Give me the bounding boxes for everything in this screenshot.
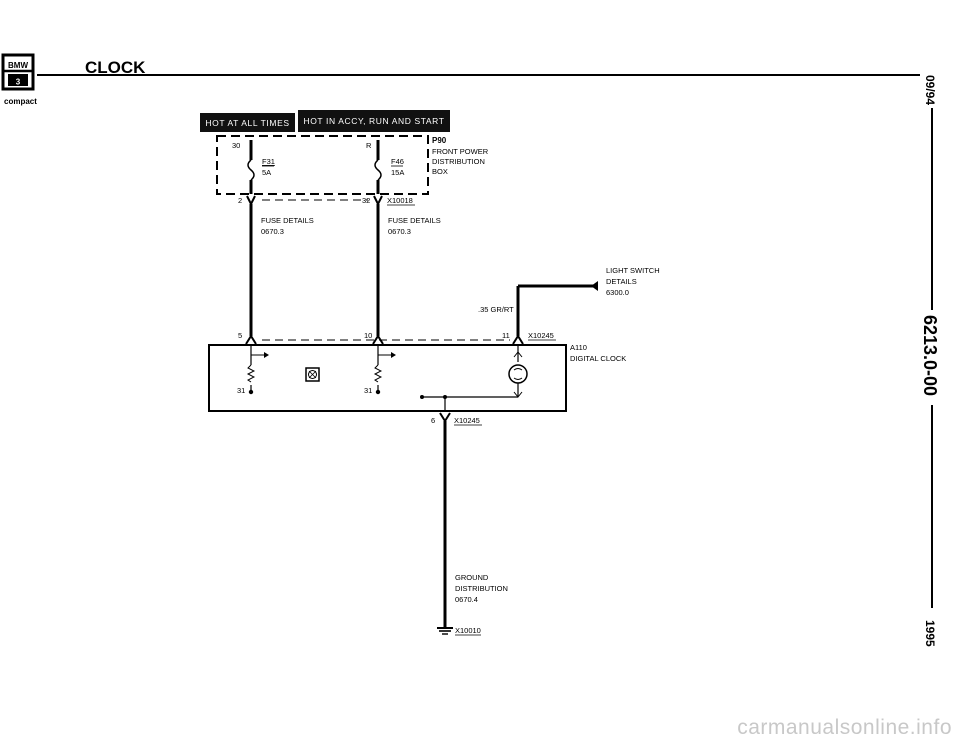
fuse-box-outline bbox=[216, 135, 429, 195]
logo-bmw-text: BMW bbox=[8, 61, 28, 70]
tab-hot-at-all-times-label: HOT AT ALL TIMES bbox=[205, 118, 289, 128]
clock-module-desc: DIGITAL CLOCK bbox=[570, 354, 626, 363]
logo-subtitle: compact bbox=[4, 97, 37, 106]
fuse-f31-amps: 5A bbox=[262, 168, 271, 177]
page-title: CLOCK bbox=[85, 58, 146, 77]
ground-label-1: GROUND bbox=[455, 573, 489, 582]
connector-x10245-id: X10245 bbox=[528, 331, 554, 340]
tab-hot-in-accy-label: HOT IN ACCY, RUN AND START bbox=[303, 116, 444, 126]
ground-connector-id: X10245 bbox=[454, 416, 480, 425]
fuse-box-name: P90 bbox=[432, 136, 447, 145]
connector-pin-5: 5 bbox=[238, 331, 242, 340]
connector-pin-11: 11 bbox=[502, 331, 510, 340]
side-date: 09/94 bbox=[923, 75, 937, 105]
light-switch-label-3: 6300.0 bbox=[606, 288, 629, 297]
clock-display-icon bbox=[305, 367, 320, 382]
connector-x10018-pin-2: 2 bbox=[238, 196, 242, 205]
tab-hot-in-accy bbox=[298, 110, 450, 132]
ground-point-id: X10010 bbox=[455, 626, 481, 635]
resistor-icon bbox=[246, 364, 256, 383]
connector-arrow-icon bbox=[512, 334, 524, 345]
fuse-box-desc-2: DISTRIBUTION bbox=[432, 157, 485, 166]
ground-point-icon bbox=[375, 389, 381, 395]
fuse-box-desc-1: FRONT POWER bbox=[432, 147, 489, 156]
side-year: 1995 bbox=[923, 620, 937, 647]
clock-lamp-icon bbox=[508, 364, 528, 384]
resistor-icon bbox=[373, 364, 383, 383]
fuse-details-left-2: 0670.3 bbox=[261, 227, 284, 236]
arrow-right-icon bbox=[391, 352, 396, 358]
connector-arrow-icon bbox=[372, 334, 384, 345]
ground-label-3: 0670.4 bbox=[455, 595, 478, 604]
watermark: carmanualsonline.info bbox=[737, 716, 952, 739]
connector-x10018-id: X10018 bbox=[387, 196, 413, 205]
clock-module-box bbox=[208, 344, 567, 412]
connector-arrow-icon bbox=[439, 412, 451, 423]
connector-pin-10: 10 bbox=[364, 331, 372, 340]
connector-arrow-icon bbox=[373, 195, 383, 207]
tab-hot-at-all-times bbox=[200, 113, 295, 132]
connector-x10018-pin-32: 32 bbox=[362, 196, 370, 205]
fuse-details-left-1: FUSE DETAILS bbox=[261, 216, 314, 225]
bmw-logo: BMW 3 bbox=[1, 53, 35, 91]
wire-color-code: .35 GR/RT bbox=[478, 305, 514, 314]
ground-label-2: DISTRIBUTION bbox=[455, 584, 508, 593]
fuse-f31-icon bbox=[247, 159, 255, 181]
fuse-f46-icon bbox=[374, 159, 382, 181]
clock-module-name: A110 bbox=[570, 343, 587, 352]
arrow-left-icon bbox=[591, 281, 598, 291]
ground-symbol-icon bbox=[437, 627, 453, 635]
side-page-number: 6213.0-00 bbox=[920, 315, 940, 396]
logo-model-text: 3 bbox=[16, 78, 21, 87]
fuse-f46-label: F46 bbox=[391, 157, 404, 166]
fuse-box-desc-3: BOX bbox=[432, 167, 448, 176]
connector-arrow-icon bbox=[246, 195, 256, 207]
clock-pin-31-left: 31 bbox=[237, 386, 245, 395]
ground-point-icon bbox=[248, 389, 254, 395]
fuse-box-pin-r: R bbox=[366, 141, 372, 150]
fuse-details-right-2: 0670.3 bbox=[388, 227, 411, 236]
light-switch-label-2: DETAILS bbox=[606, 277, 637, 286]
fuse-details-right-1: FUSE DETAILS bbox=[388, 216, 441, 225]
light-switch-label-1: LIGHT SWITCH bbox=[606, 266, 660, 275]
fuse-box-pin-30: 30 bbox=[232, 141, 240, 150]
ground-connector-pin-6: 6 bbox=[431, 416, 435, 425]
fuse-f46-amps: 15A bbox=[391, 168, 404, 177]
arrow-right-icon bbox=[264, 352, 269, 358]
clock-pin-31-right: 31 bbox=[364, 386, 372, 395]
connector-arrow-icon bbox=[245, 334, 257, 345]
side-margin: 09/94 6213.0-00 1995 bbox=[920, 75, 940, 647]
fuse-f31-label: F31 bbox=[262, 157, 275, 166]
